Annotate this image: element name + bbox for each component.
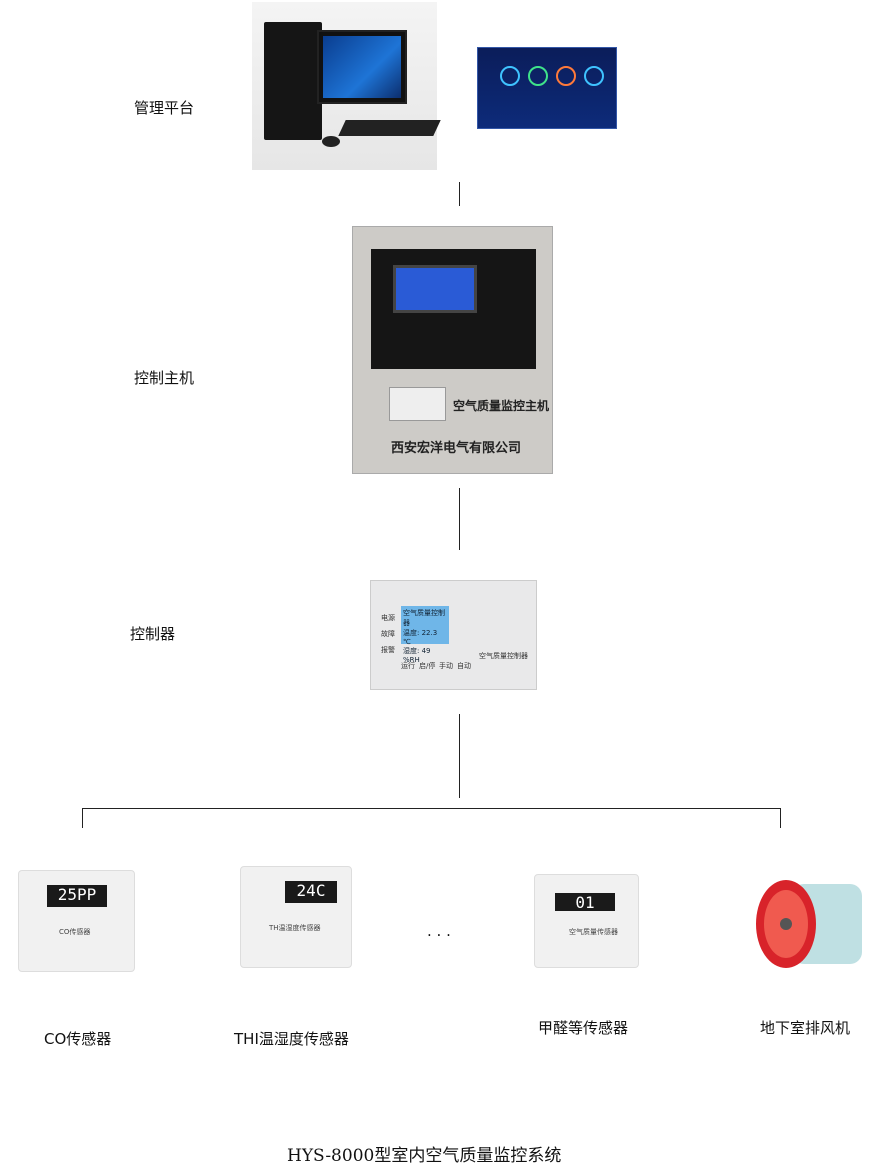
label-co-sensor: CO传感器 <box>44 1030 112 1048</box>
th-sensor-image: 24C TH温湿度传感器 <box>240 866 352 968</box>
label-hcho-sensor: 甲醛等传感器 <box>538 1019 629 1037</box>
connector <box>459 714 460 798</box>
led-alarm: 报警 <box>381 646 395 654</box>
mouse <box>322 136 340 147</box>
label-fan: 地下室排风机 <box>760 1019 851 1037</box>
control-host-image: 空气质量监控主机 西安宏洋电气有限公司 <box>352 226 553 474</box>
diagram-caption: HYS-8000型室内空气质量监控系统 <box>287 1146 562 1166</box>
dashboard-screenshot <box>477 47 617 129</box>
btn-auto: 自动 <box>457 662 471 670</box>
pc-tower <box>264 22 322 140</box>
led-fault: 故障 <box>381 630 395 638</box>
exhaust-fan-image <box>752 872 864 974</box>
hcho-sensor-image: 01 空气质量传感器 <box>534 874 639 968</box>
label-host: 控制主机 <box>134 369 195 387</box>
label-controller: 控制器 <box>130 625 176 643</box>
connector <box>780 808 781 828</box>
btn-run: 运行 <box>401 662 415 670</box>
ellipsis: . . . <box>427 922 451 940</box>
connector <box>82 808 83 828</box>
monitor <box>317 30 407 104</box>
desktop-computer-image <box>252 2 441 170</box>
connector <box>459 488 460 550</box>
btn-manual: 手动 <box>439 662 453 670</box>
printer <box>389 387 446 421</box>
btn-start-stop: 启/停 <box>419 662 436 670</box>
label-platform: 管理平台 <box>134 99 195 117</box>
co-sensor-image: 25PP CO传感器 <box>18 870 135 972</box>
controller-name: 空气质量控制器 <box>479 652 528 660</box>
keyboard <box>338 120 441 136</box>
host-company: 西安宏洋电气有限公司 <box>391 441 522 456</box>
connector <box>459 182 460 206</box>
label-th-sensor: THI温湿度传感器 <box>234 1030 349 1048</box>
bus-line <box>82 808 781 809</box>
host-product-name: 空气质量监控主机 <box>453 399 550 413</box>
led-power: 电源 <box>381 614 395 622</box>
